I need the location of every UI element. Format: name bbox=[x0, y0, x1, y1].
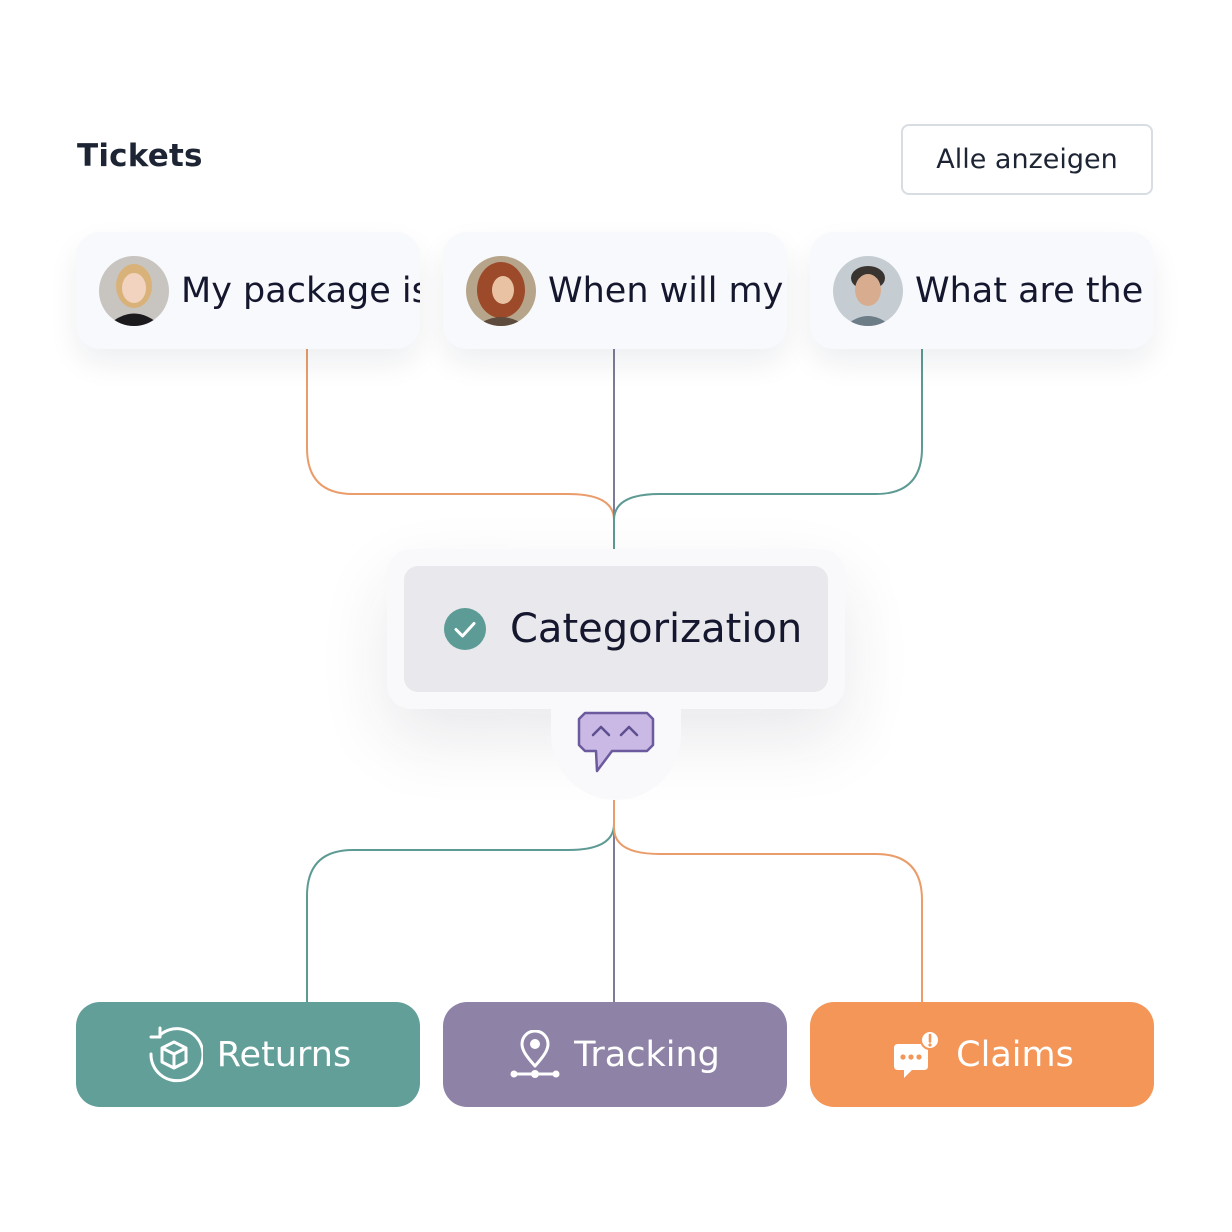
ticket-text: When will my bbox=[548, 270, 784, 311]
connector-category-1 bbox=[306, 800, 615, 1002]
check-circle-icon bbox=[444, 608, 486, 650]
chat-alert-icon bbox=[894, 1029, 941, 1078]
page-title: Tickets bbox=[77, 138, 203, 174]
category-returns-button[interactable]: Returns bbox=[76, 1002, 420, 1107]
chat-bot-icon bbox=[577, 711, 655, 773]
category-label: Returns bbox=[216, 1034, 352, 1075]
ticket-card[interactable]: My package is bbox=[76, 232, 420, 349]
connector-ticket-1 bbox=[306, 349, 615, 549]
category-label: Claims bbox=[956, 1034, 1074, 1075]
ticket-text: My package is bbox=[181, 270, 420, 311]
connector-ticket-3 bbox=[613, 349, 923, 549]
show-all-button[interactable]: Alle anzeigen bbox=[901, 124, 1153, 195]
ticket-card[interactable]: What are the bbox=[810, 232, 1154, 349]
avatar bbox=[466, 255, 536, 326]
connector-category-3 bbox=[613, 800, 923, 1002]
category-tracking-button[interactable]: Tracking bbox=[443, 1002, 787, 1107]
ticket-card[interactable]: When will my bbox=[443, 232, 787, 349]
avatar bbox=[833, 255, 903, 326]
location-pin-icon bbox=[510, 1029, 560, 1078]
ticket-text: What are the bbox=[915, 270, 1144, 311]
return-box-icon bbox=[149, 1026, 203, 1082]
category-claims-button[interactable]: Claims bbox=[810, 1002, 1154, 1107]
categorization-node[interactable]: Categorization bbox=[404, 566, 828, 692]
category-label: Tracking bbox=[574, 1034, 720, 1075]
categorization-label: Categorization bbox=[510, 606, 803, 652]
avatar bbox=[99, 255, 169, 326]
